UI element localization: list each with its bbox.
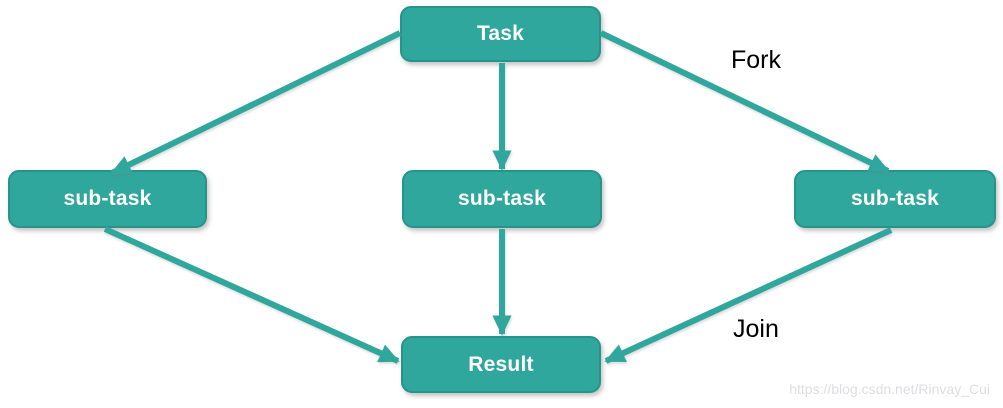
node-task: Task bbox=[400, 6, 601, 62]
node-subtask-left-label: sub-task bbox=[63, 187, 152, 210]
node-result-label: Result bbox=[468, 352, 534, 376]
node-subtask-left: sub-task bbox=[8, 170, 207, 228]
fork-label: Fork bbox=[731, 46, 781, 74]
watermark: https://blog.csdn.net/Rinvay_Cui bbox=[789, 381, 990, 397]
node-result: Result bbox=[401, 336, 601, 393]
edge-subtask-left-to-result bbox=[103, 226, 400, 364]
node-subtask-right: sub-task bbox=[794, 170, 996, 228]
node-subtask-right-label: sub-task bbox=[851, 187, 939, 210]
node-subtask-center: sub-task bbox=[402, 170, 602, 228]
join-label: Join bbox=[733, 315, 779, 343]
node-subtask-center-label: sub-task bbox=[458, 187, 546, 210]
edge-task-to-subtask-left bbox=[110, 30, 402, 176]
node-task-label: Task bbox=[476, 22, 525, 45]
